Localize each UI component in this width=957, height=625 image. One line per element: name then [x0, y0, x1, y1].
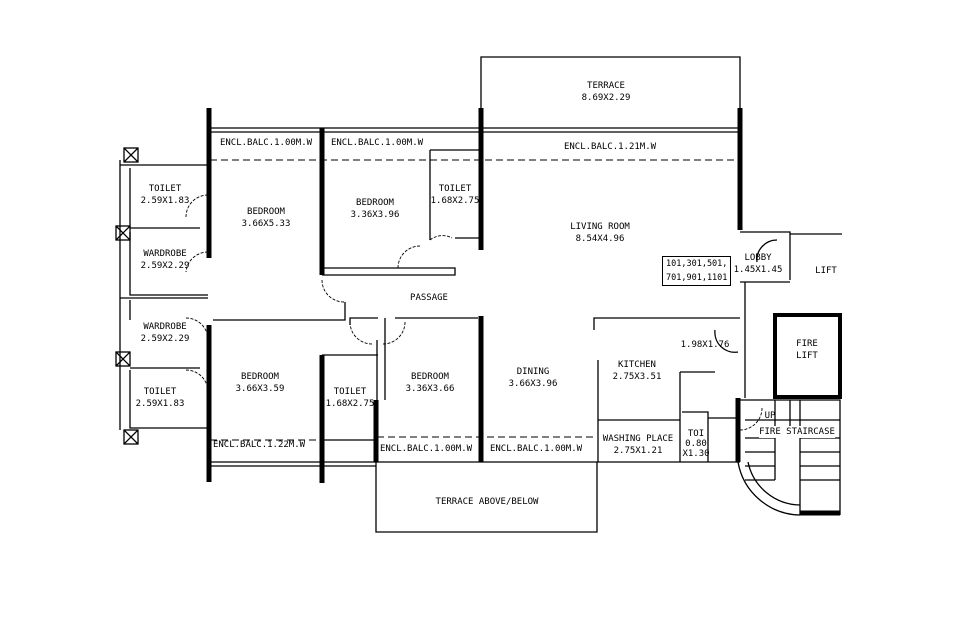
fire-staircase-label: FIRE STAIRCASE — [759, 426, 835, 438]
room-name: BEDROOM — [411, 372, 449, 382]
room-size: 3.36X3.66 — [405, 384, 455, 394]
flat-numbers-line: 701,901,1101 — [666, 273, 728, 283]
balcony-label: ENCL.BALC.1.00M.W — [330, 138, 424, 148]
room-size: 2.59X1.83 — [140, 196, 190, 206]
room-size: 1.68X2.75 — [430, 196, 480, 206]
room-name: BEDROOM — [356, 198, 394, 208]
room-size: 3.66X3.96 — [508, 379, 558, 389]
room-name: WARDROBE — [143, 322, 187, 332]
toilet-label: TOILET 1.68X2.75 — [431, 183, 480, 207]
room-size: 1.68X2.75 — [325, 399, 375, 409]
room-name: BEDROOM — [247, 207, 285, 217]
bedroom-label: BEDROOM 3.36X3.96 — [351, 197, 400, 221]
bedroom-label: BEDROOM 3.36X3.66 — [406, 371, 455, 395]
living-room-label: LIVING ROOM 8.54X4.96 — [570, 221, 630, 245]
wardrobe-label: WARDROBE 2.59X2.29 — [141, 248, 190, 272]
room-size: 2.59X2.29 — [140, 334, 190, 344]
room-name: KITCHEN — [618, 360, 656, 370]
toilet-label: TOILET 2.59X1.83 — [136, 386, 185, 410]
kitchen-label: KITCHEN 2.75X3.51 — [613, 359, 662, 383]
room-name: TOILET — [143, 387, 177, 397]
balcony-label: ENCL.BALC.1.00M.W — [489, 444, 583, 454]
room-name: LOBBY — [744, 253, 772, 263]
utility-size-label: 1.98X1.76 — [680, 340, 730, 350]
room-name: BEDROOM — [241, 372, 279, 382]
room-name: FIRE — [796, 339, 818, 349]
room-name: TOI — [687, 429, 705, 439]
room-name: LIFT — [796, 351, 818, 361]
wardrobe-label: WARDROBE 2.59X2.29 — [141, 321, 190, 345]
bedroom-label: BEDROOM 3.66X3.59 — [236, 371, 285, 395]
lift-label: LIFT — [815, 266, 837, 276]
room-name: LIVING ROOM — [570, 222, 630, 232]
passage-label: PASSAGE — [410, 293, 448, 303]
room-name: WASHING PLACE — [602, 434, 674, 444]
room-size: X1.30 — [682, 449, 710, 459]
room-size: 2.75X3.51 — [612, 372, 662, 382]
room-size: 2.59X2.29 — [140, 261, 190, 271]
room-name: WARDROBE — [143, 249, 187, 259]
room-size: 2.75X1.21 — [613, 446, 663, 456]
stair-up-label: UP — [764, 411, 776, 421]
flat-numbers-box: 101,301,501, 701,901,1101 — [662, 256, 732, 286]
flat-numbers-line: 101,301,501, — [666, 259, 728, 269]
toilet-label: TOILET 2.59X1.83 — [141, 183, 190, 207]
room-size: 3.66X3.59 — [235, 384, 285, 394]
balcony-label: ENCL.BALC.1.21M.W — [563, 142, 657, 152]
bedroom-label: BEDROOM 3.66X5.33 — [242, 206, 291, 230]
room-size: 0.80 — [685, 439, 707, 449]
lobby-label: LOBBY 1.45X1.45 — [734, 252, 783, 276]
room-size: 3.36X3.96 — [350, 210, 400, 220]
room-size: 8.69X2.29 — [581, 93, 631, 103]
room-size: 1.45X1.45 — [733, 265, 783, 275]
balcony-label: ENCL.BALC.1.22M.W — [212, 440, 306, 450]
toilet-label: TOILET 1.68X2.75 — [326, 386, 375, 410]
balcony-label: ENCL.BALC.1.00M.W — [379, 444, 473, 454]
terrace-top-label: TERRACE 8.69X2.29 — [582, 80, 631, 104]
room-name: TOILET — [148, 184, 182, 194]
room-name: TERRACE — [587, 81, 625, 91]
dining-label: DINING 3.66X3.96 — [509, 366, 558, 390]
balcony-label: ENCL.BALC.1.00M.W — [219, 138, 313, 148]
fire-lift-label: FIRE LIFT — [796, 338, 818, 362]
room-size: 8.54X4.96 — [575, 234, 625, 244]
washing-place-label: WASHING PLACE 2.75X1.21 — [603, 433, 673, 457]
room-size: 3.66X5.33 — [241, 219, 291, 229]
terrace-below-label: TERRACE ABOVE/BELOW — [435, 497, 539, 507]
room-name: DINING — [516, 367, 550, 377]
room-name: TOILET — [333, 387, 367, 397]
room-name: TOILET — [438, 184, 472, 194]
room-size: 2.59X1.83 — [135, 399, 185, 409]
